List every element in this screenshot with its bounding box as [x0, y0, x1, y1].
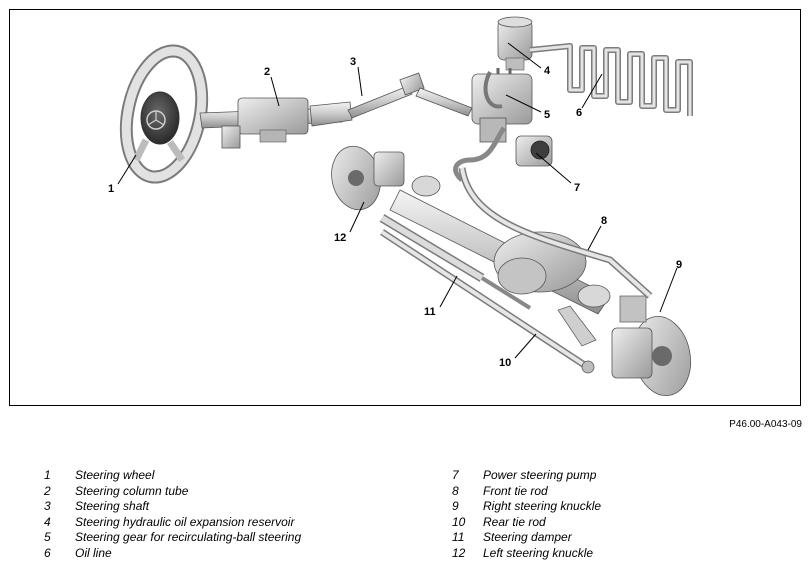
- legend-label: Right steering knuckle: [483, 499, 602, 514]
- steering-system-illustration: 1 2 3 4 5 6 7 8 9 10 11 12: [108, 16, 693, 396]
- legend-number: 9: [452, 499, 459, 514]
- callout-9: 9: [676, 259, 682, 271]
- legend-label: Steering shaft: [75, 499, 150, 514]
- left-steering-knuckle-part: [331, 145, 405, 211]
- legend-number: 3: [44, 499, 51, 514]
- callout-7: 7: [574, 182, 580, 194]
- legend-label: Steering damper: [483, 530, 572, 545]
- callout-1: 1: [108, 183, 114, 195]
- legend-label: Steering wheel: [75, 468, 155, 482]
- legend-label: Rear tie rod: [483, 514, 546, 529]
- steering-shaft-part: [347, 72, 473, 119]
- legend-number: 11: [452, 530, 465, 545]
- callout-12: 12: [334, 232, 346, 244]
- legend-number: 2: [44, 483, 51, 498]
- legend-number: 10: [452, 514, 466, 529]
- legend-label: Steering hydraulic oil expansion reservo…: [75, 514, 295, 529]
- callout-leaders: [117, 42, 678, 359]
- diagram-frame: 1 2 3 4 5 6 7 8 9 10 11 12: [9, 9, 801, 406]
- steering-column-tube-part: [199, 97, 353, 149]
- legend-label: Oil line: [75, 545, 112, 560]
- legend-label: Left steering knuckle: [483, 545, 594, 560]
- legend-number: 8: [452, 483, 459, 498]
- callout-8: 8: [601, 215, 607, 227]
- legend-number: 7: [452, 468, 459, 482]
- legend-label: Steering gear for recirculating-ball ste…: [75, 530, 302, 545]
- legend-number: 5: [44, 530, 51, 545]
- expansion-reservoir-part: [497, 16, 533, 71]
- callout-6: 6: [576, 107, 582, 119]
- callout-2: 2: [264, 66, 270, 78]
- oil-line-part: [529, 43, 693, 116]
- legend-number: 6: [44, 545, 51, 560]
- legend-number: 1: [44, 468, 51, 482]
- callout-10: 10: [499, 357, 511, 369]
- callout-5: 5: [544, 109, 550, 121]
- front-tie-rod-part: [458, 167, 653, 299]
- legend-label: Power steering pump: [483, 468, 597, 482]
- right-steering-knuckle-part: [611, 295, 692, 396]
- callout-4: 4: [544, 65, 551, 77]
- callout-3: 3: [350, 56, 356, 68]
- steering-wheel-part: [119, 44, 209, 184]
- power-steering-pump-part: [453, 126, 553, 182]
- callout-11: 11: [424, 306, 436, 318]
- rear-tie-rod-part: [380, 229, 595, 374]
- legend-number: 12: [452, 545, 466, 560]
- figure-reference-code: P46.00-A043-09: [729, 419, 802, 430]
- legend-label: Front tie rod: [483, 483, 548, 498]
- legend-number: 4: [44, 514, 51, 529]
- front-axle-part: [389, 175, 611, 347]
- legend-label: Steering column tube: [75, 483, 189, 498]
- steering-damper-part: [379, 214, 532, 310]
